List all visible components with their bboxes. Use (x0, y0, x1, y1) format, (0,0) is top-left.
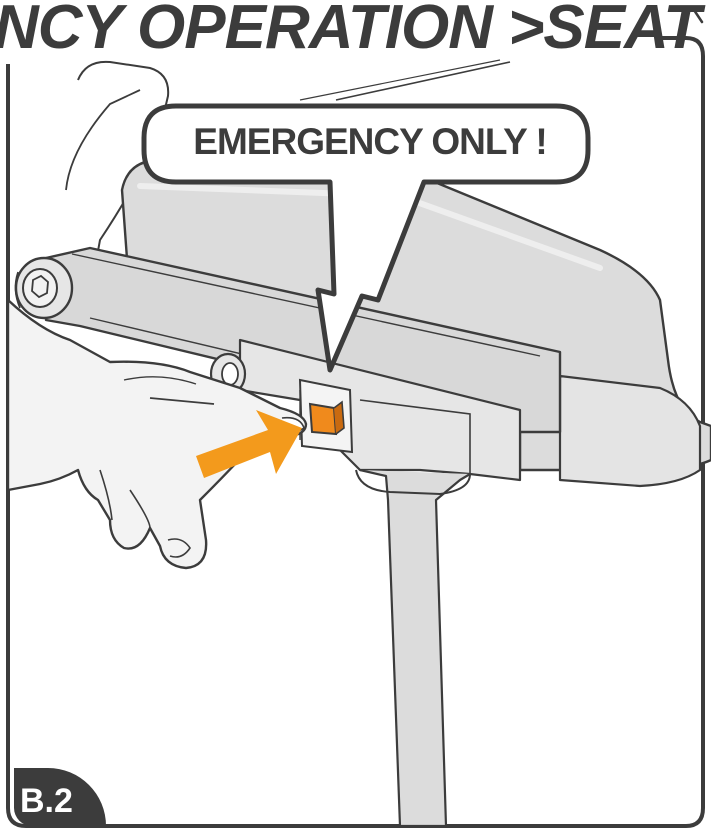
callout-text: EMERGENCY ONLY ! (146, 114, 594, 170)
support-post (360, 470, 470, 826)
emergency-button-icon (310, 404, 336, 434)
step-label: B.2 (20, 781, 73, 821)
cable-line (336, 62, 510, 100)
title-arrow-icon (672, 8, 702, 22)
ring-washer-hole (222, 363, 238, 385)
cable-line (300, 60, 500, 100)
seat-frame-end (560, 376, 700, 486)
bolt-head-inner (23, 269, 57, 307)
